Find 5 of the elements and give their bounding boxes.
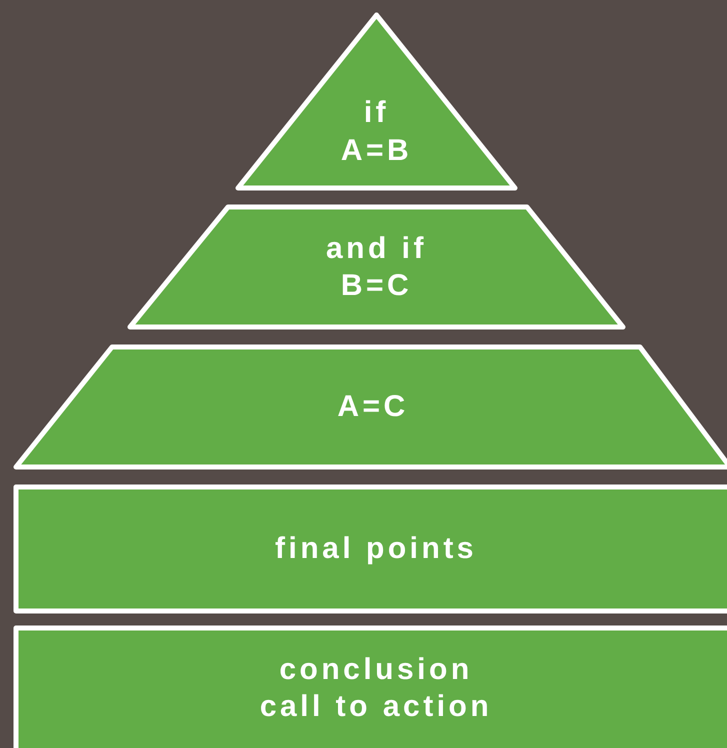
- tier-label: conclusion call to action: [258, 652, 494, 725]
- tier-label: and if B=C: [325, 230, 428, 304]
- tier-label: if A=B: [340, 95, 414, 168]
- tier-label: A=C: [337, 389, 409, 426]
- tier-label: final points: [275, 531, 477, 568]
